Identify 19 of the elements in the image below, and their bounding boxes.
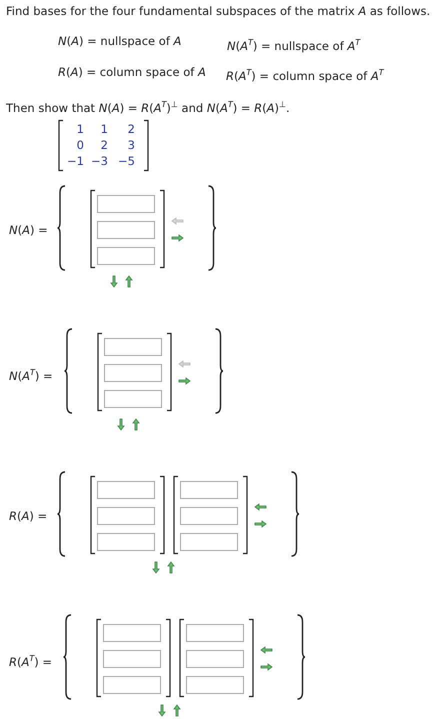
- definition-text: N(A$^{T}$) = nullspace of A$^{T}$: [227, 37, 360, 53]
- matrix-entry: −3: [90, 154, 108, 168]
- instruction-text: Find bases for the four fundamental subspaces of the matrix A as follows.: [6, 4, 430, 18]
- definition-text: N(A) = nullspace of A: [58, 34, 182, 48]
- set-label: N(A) =: [9, 223, 48, 237]
- set-label: R(A$^{T}$) =: [9, 653, 52, 669]
- definition-text: R(A) = column space of A: [58, 65, 206, 79]
- matrix-entry: −1: [66, 154, 84, 168]
- matrix-entry: 0: [76, 138, 84, 152]
- set-label: R(A) =: [9, 509, 48, 523]
- matrix-entry: 1: [76, 122, 84, 136]
- instruction-text: Then show that N(A) = R(A$^{T}$)$^{⊥}$ and N(A$^{T}$) = R(A)$^{⊥}$.: [6, 99, 290, 115]
- matrix-entry: −5: [117, 154, 135, 168]
- set-label: N(A$^{T}$) =: [9, 367, 53, 383]
- matrix-entry: 1: [100, 122, 108, 136]
- matrix-entry: 2: [100, 138, 108, 152]
- definition-text: R(A$^{T}$) = column space of A$^{T}$: [226, 67, 384, 83]
- matrix-entry: 3: [126, 138, 135, 152]
- matrix-entry: 2: [126, 122, 135, 136]
